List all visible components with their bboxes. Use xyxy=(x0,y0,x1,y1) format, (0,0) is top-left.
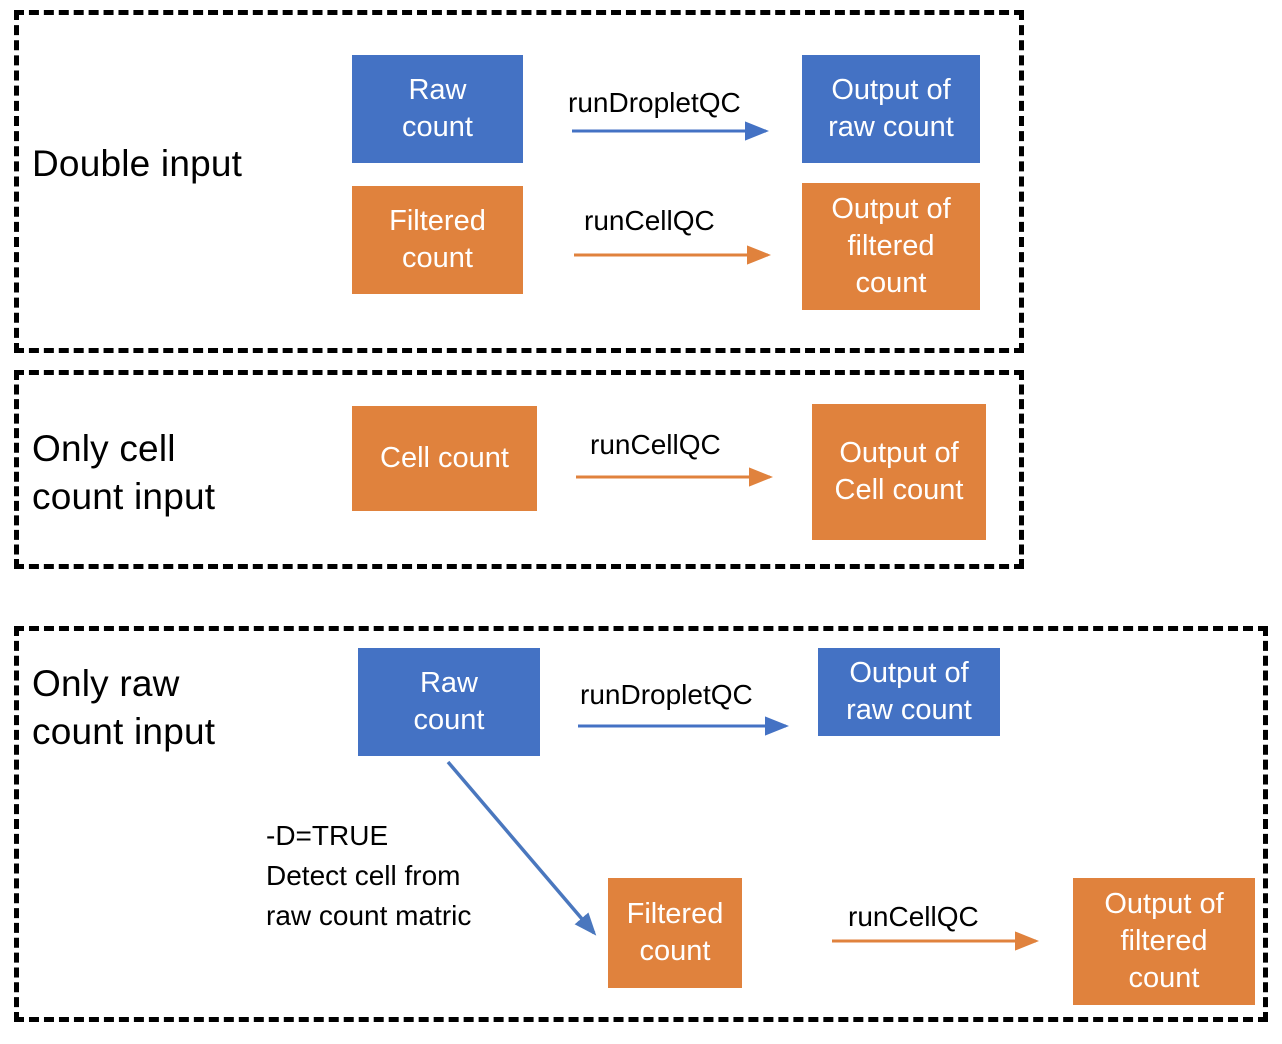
node-filtered-count-panel1[interactable]: Filtered count xyxy=(352,186,523,294)
panel-only-cell-count-input xyxy=(14,370,1024,569)
edge-label-run-cell-qc-panel2: runCellQC xyxy=(590,429,721,460)
panel-only-raw-count-input-label: Only raw count input xyxy=(32,663,216,753)
node-cell-count-panel2[interactable]: Cell count xyxy=(352,406,537,511)
node-raw-count-panel3[interactable]: Raw count xyxy=(358,648,540,756)
edge-label-run-droplet-qc-panel1: runDropletQC xyxy=(568,87,741,118)
annotation-detect-cell-from-raw-count: -D=TRUE Detect cell from raw count matri… xyxy=(266,820,472,931)
panel-only-raw-count-input xyxy=(14,626,1268,1022)
node-output-cell-count-panel2[interactable]: Output of Cell count xyxy=(812,404,986,540)
node-output-filtered-count-panel1[interactable]: Output of filtered count xyxy=(802,183,980,310)
node-output-filtered-count-panel3[interactable]: Output of filtered count xyxy=(1073,878,1255,1005)
node-output-raw-count-panel3[interactable]: Output of raw count xyxy=(818,648,1000,736)
edge-label-run-cell-qc-panel3: runCellQC xyxy=(848,901,979,932)
node-raw-count-panel1[interactable]: Raw count xyxy=(352,55,523,163)
panel-double-input xyxy=(14,10,1024,353)
node-output-raw-count-panel1[interactable]: Output of raw count xyxy=(802,55,980,163)
edge-label-run-cell-qc-panel1: runCellQC xyxy=(584,205,715,236)
node-filtered-count-panel3[interactable]: Filtered count xyxy=(608,878,742,988)
edge-label-run-droplet-qc-panel3: runDropletQC xyxy=(580,679,753,710)
panel-double-input-label: Double input xyxy=(32,143,243,184)
panel-only-cell-count-input-label: Only cell count input xyxy=(32,428,216,518)
